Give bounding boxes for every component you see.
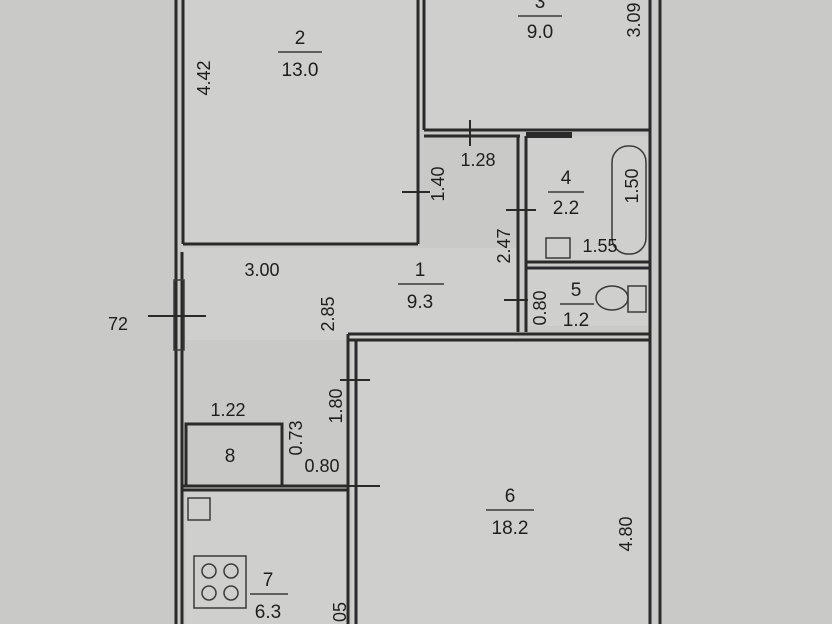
dim-3-09: 3.09: [624, 2, 644, 37]
room-area-7: 6.3: [255, 602, 281, 623]
sink-icon: [545, 237, 571, 259]
dimension-ticks: [148, 120, 536, 487]
fixtures: [187, 145, 647, 609]
room-6: 6 18.2: [486, 486, 534, 539]
dim-1-22: 1.22: [210, 400, 245, 420]
dim-2-47: 2.47: [494, 228, 514, 263]
room-number-6: 6: [505, 486, 516, 507]
dim-3-00: 3.00: [244, 260, 279, 280]
room-2: 2 13.0: [278, 28, 322, 81]
room-1: 1 9.3: [398, 260, 444, 313]
room-number-3: 3: [535, 0, 546, 13]
room-number-7: 7: [263, 570, 274, 591]
dim-1-55: 1.55: [582, 236, 617, 256]
dim-2-85: 2.85: [318, 296, 338, 331]
room-fills: [182, 0, 650, 624]
dim-1-50: 1.50: [622, 168, 642, 203]
room-4: 4 2.2: [548, 168, 584, 219]
dim-05: 05: [330, 602, 350, 622]
dim-4-42: 4.42: [194, 60, 214, 95]
room-number-4: 4: [561, 168, 572, 189]
room-area-1: 9.3: [407, 292, 433, 313]
room-5: 5 1.2: [560, 280, 594, 331]
room-area-2: 13.0: [282, 60, 319, 81]
room-area-5: 1.2: [563, 310, 589, 331]
dim-0-73: 0.73: [286, 420, 306, 455]
stove-icon: [193, 555, 247, 609]
dim-0-80-a: 0.80: [530, 290, 550, 325]
room-3: 3 9.0: [518, 0, 562, 43]
room-number-2: 2: [295, 28, 306, 49]
dim-1-40: 1.40: [428, 166, 448, 201]
walls: [173, 0, 662, 624]
dim-72: 72: [108, 314, 128, 334]
dim-1-28: 1.28: [460, 150, 495, 170]
room-area-6: 18.2: [492, 518, 529, 539]
room-number-5: 5: [571, 280, 582, 301]
room-8: 8: [225, 446, 236, 467]
room-number-1: 1: [415, 260, 426, 281]
room-area-3: 9.0: [527, 22, 553, 43]
room-7: 7 6.3: [250, 570, 288, 623]
dim-1-80: 1.80: [326, 388, 346, 423]
room-number-8: 8: [225, 446, 236, 467]
dim-0-80-b: 0.80: [304, 456, 339, 476]
vent-icon: [187, 497, 211, 521]
toilet-icon: [595, 285, 647, 313]
room-area-4: 2.2: [553, 198, 579, 219]
dim-4-80: 4.80: [616, 516, 636, 551]
bathtub-icon: [611, 145, 647, 255]
